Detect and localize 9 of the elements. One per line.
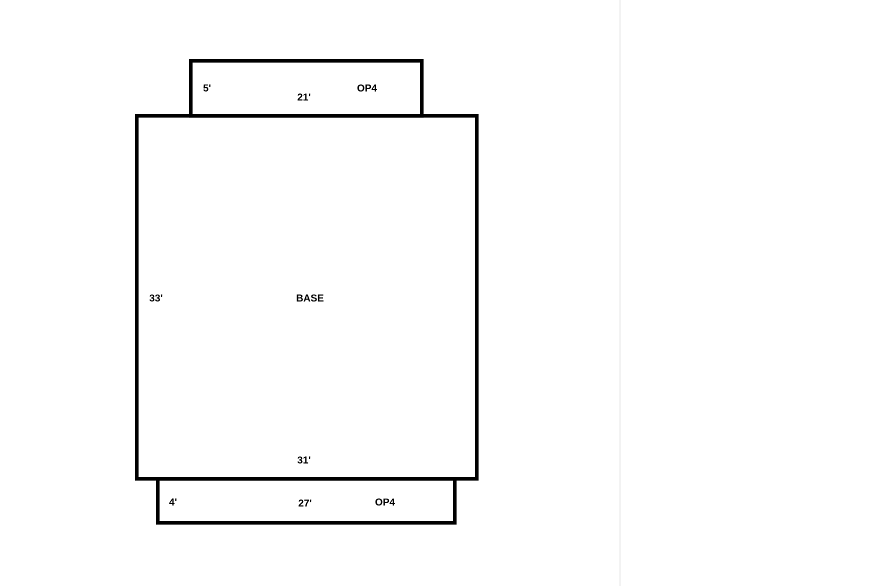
room-label: 27' <box>298 500 312 506</box>
room-label: 33' <box>150 294 162 302</box>
room-label: OP4 <box>357 84 377 92</box>
room-label: 31' <box>298 456 310 464</box>
room-label: OP4 <box>375 498 395 506</box>
room-label: BASE <box>296 294 324 302</box>
room-label: 4' <box>169 498 176 506</box>
room-label: 5' <box>203 84 210 92</box>
room-label: 21' <box>298 94 310 100</box>
